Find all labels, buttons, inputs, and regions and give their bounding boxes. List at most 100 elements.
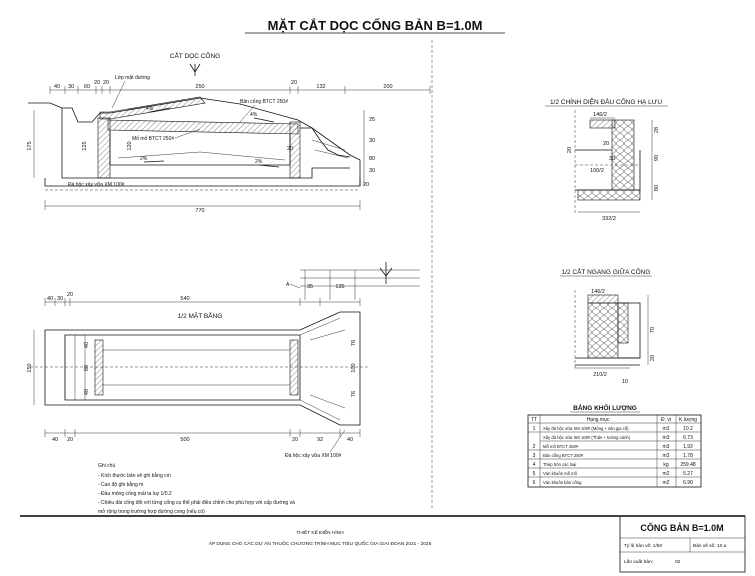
qt-cell-r2-c3: m3 <box>663 435 670 441</box>
plan-dim-top-1: 40 <box>47 296 53 302</box>
title-block-sheet: Bản vẽ số: 10.a <box>693 543 727 549</box>
note-line-1: - Kích thước bản vẽ ghi bằng cm <box>98 472 171 479</box>
outlet-vdim-2: 90 <box>654 155 660 161</box>
note-line-4: - Chiều dài cống đổi với từng cống cụ th… <box>98 499 295 506</box>
qt-header-tt: TT <box>531 417 537 423</box>
quantity-table-rows: 1 Xây đá hộc vữa XM 100# (Móng + sân gia … <box>533 426 696 486</box>
plan-title: 1/2 MẶT BẰNG <box>178 311 223 320</box>
plan-view: A 40 30 20 540 35 135 1/2 MẶT BẰNG 150 <box>27 262 420 459</box>
qt-cell-r3-c1: 2 <box>533 444 536 450</box>
cross-vdim-2: 20 <box>650 355 656 361</box>
qt-cell-r6-c4: 5.27 <box>683 471 693 477</box>
dim-v-20: 20 <box>287 146 293 152</box>
note-line-5: mở rộng trong trường hợp đường cong (nếu… <box>98 508 205 515</box>
qt-cell-r1-c4: 10.2 <box>683 426 693 432</box>
quantity-table: BẢNG KHỐI LƯỢNG TT Hạng mục Đ. vị K.lượn… <box>527 402 702 488</box>
qt-cell-r5-c4: 259.48 <box>680 462 696 468</box>
outlet-dim-5: 332/2 <box>602 216 616 222</box>
notes-heading: Ghi chú <box>98 463 115 469</box>
qt-cell-r3-c4: 1.92 <box>683 444 693 450</box>
plan-dim-bottom-5: 92 <box>317 437 323 443</box>
plan-dim-inner-1: 40 <box>84 342 90 348</box>
drawing-title: MẶT CẮT DỌC CỐNG BẢN B=1.0M <box>268 18 483 33</box>
dim-top-6: 250 <box>195 84 204 90</box>
plan-footing-label: Đá hộc xây vữa XM 100# <box>285 453 342 459</box>
qt-cell-r1-c2: Xây đá hộc vữa XM 100# (Móng + sân gia c… <box>543 426 629 431</box>
section-arrow-icon <box>189 63 201 76</box>
mid-cross-section: 1/2 CẮT NGANG GIỮA CỐNG 146/2 210/2 10 7… <box>560 266 656 385</box>
title-block-name: CỐNG BẢN B=1.0M <box>640 522 723 533</box>
plan-right-abutment <box>289 339 299 396</box>
dim-top-8: 132 <box>316 84 325 90</box>
plan-dim-inner-4: 76 <box>351 340 357 346</box>
qt-cell-r7-c2: Ván khuôn bản cống <box>543 480 582 485</box>
qt-cell-r1-c3: m3 <box>663 426 670 432</box>
plan-marker: A <box>286 282 290 288</box>
plan-dim-inner-3: 40 <box>84 389 90 395</box>
slope-label-1: 4% <box>146 106 154 112</box>
qt-cell-r7-c3: m2 <box>663 480 670 486</box>
plan-dim-inner-6: 76 <box>351 391 357 397</box>
qt-cell-r5-c1: 4 <box>533 462 536 468</box>
dim-left-height: 175 <box>27 141 33 150</box>
qt-cell-r4-c3: m3 <box>663 453 670 459</box>
plan-left-abutment <box>94 339 104 396</box>
quantity-table-title: BẢNG KHỐI LƯỢNG <box>573 402 637 412</box>
outlet-dim-1: 146/2 <box>593 112 607 118</box>
outlet-dim-4: 30 <box>609 156 615 162</box>
qt-cell-r4-c1: 3 <box>533 453 536 459</box>
section-marker-label: CẮT DỌC CỐNG <box>170 50 220 60</box>
qt-cell-r4-c4: 1.78 <box>683 453 693 459</box>
plan-section-arrow-icon <box>379 262 393 284</box>
dim-v-25: 25 <box>369 117 375 123</box>
dim-v-80: 80 <box>369 156 375 162</box>
qt-cell-r6-c1: 5 <box>533 471 536 477</box>
qt-cell-r6-c3: m2 <box>663 471 670 477</box>
slope-label-4: 2% <box>255 159 263 165</box>
plan-dim-top-5: 35 <box>307 284 313 290</box>
dim-top-7: 20 <box>291 80 297 86</box>
qt-cell-r7-c4: 6.90 <box>683 480 693 486</box>
dim-total-length: 770 <box>195 208 204 214</box>
note-line-2: - Cao độ ghi bằng m <box>98 481 143 488</box>
cross-dim-3: 10 <box>622 379 628 385</box>
longitudinal-section: CẮT DỌC CỐNG 40 30 60 20 20 250 20 132 2… <box>27 50 431 214</box>
dim-v-30: 30 <box>369 138 375 144</box>
abutment-label: Mố mố BTCT 250# <box>132 136 174 142</box>
outlet-vdim-3: 20 <box>567 147 573 153</box>
qt-cell-r1-c1: 1 <box>533 426 536 432</box>
dim-top-5: 20 <box>103 80 109 86</box>
left-abutment <box>97 117 111 179</box>
outlet-dim-3: 100/2 <box>590 168 604 174</box>
footing-label: Đá hộc xây vữa XM 100# <box>68 182 125 188</box>
slope-label-2: 4% <box>250 112 258 118</box>
qt-header-unit: Đ. vị <box>661 417 671 423</box>
plan-dim-top-3: 20 <box>67 292 73 298</box>
note-line-3: - Đầu móng cống mái ta luy 1/0.2 <box>98 491 172 497</box>
dim-v-20b: 20 <box>363 182 369 188</box>
dim-v-30b: 30 <box>369 168 375 174</box>
title-block-scale: Tỷ lệ bản vẽ: 1/50 <box>624 542 662 549</box>
surface-layer-label: Lớp mặt đường <box>115 75 150 81</box>
plan-dim-top-4: 540 <box>180 296 189 302</box>
plan-dim-bottom-3: 500 <box>180 437 189 443</box>
outlet-vdim-1: 28 <box>654 127 660 133</box>
qt-cell-r5-c2: Thép tròn các loại <box>543 462 576 467</box>
plan-dim-inner-2: 80 <box>84 365 90 371</box>
plan-dim-width: 150 <box>27 363 33 372</box>
dim-top-1: 40 <box>54 84 60 90</box>
qt-cell-r2-c2: Xây đá hộc vữa XM 100# (Thân + tường cán… <box>543 435 631 440</box>
qt-cell-r2-c4: 6.73 <box>683 435 693 441</box>
outlet-view-title: 1/2 CHÍNH DIỆN ĐẦU CỐNG HẠ LƯU <box>550 96 662 106</box>
dim-top-2: 30 <box>68 84 74 90</box>
qt-header-qty: K.lượng <box>679 417 697 423</box>
qt-cell-r7-c1: 6 <box>533 480 536 486</box>
deck-slab <box>107 119 299 135</box>
dim-v-120: 120 <box>127 141 133 150</box>
qt-cell-r5-c3: kg <box>663 462 669 468</box>
title-block-edition-label: Lần xuất bản: <box>624 559 653 565</box>
qt-cell-r6-c2: Ván khuôn mố mố <box>543 471 578 476</box>
dim-top-9: 200 <box>383 84 392 90</box>
dim-top-3: 60 <box>84 84 90 90</box>
